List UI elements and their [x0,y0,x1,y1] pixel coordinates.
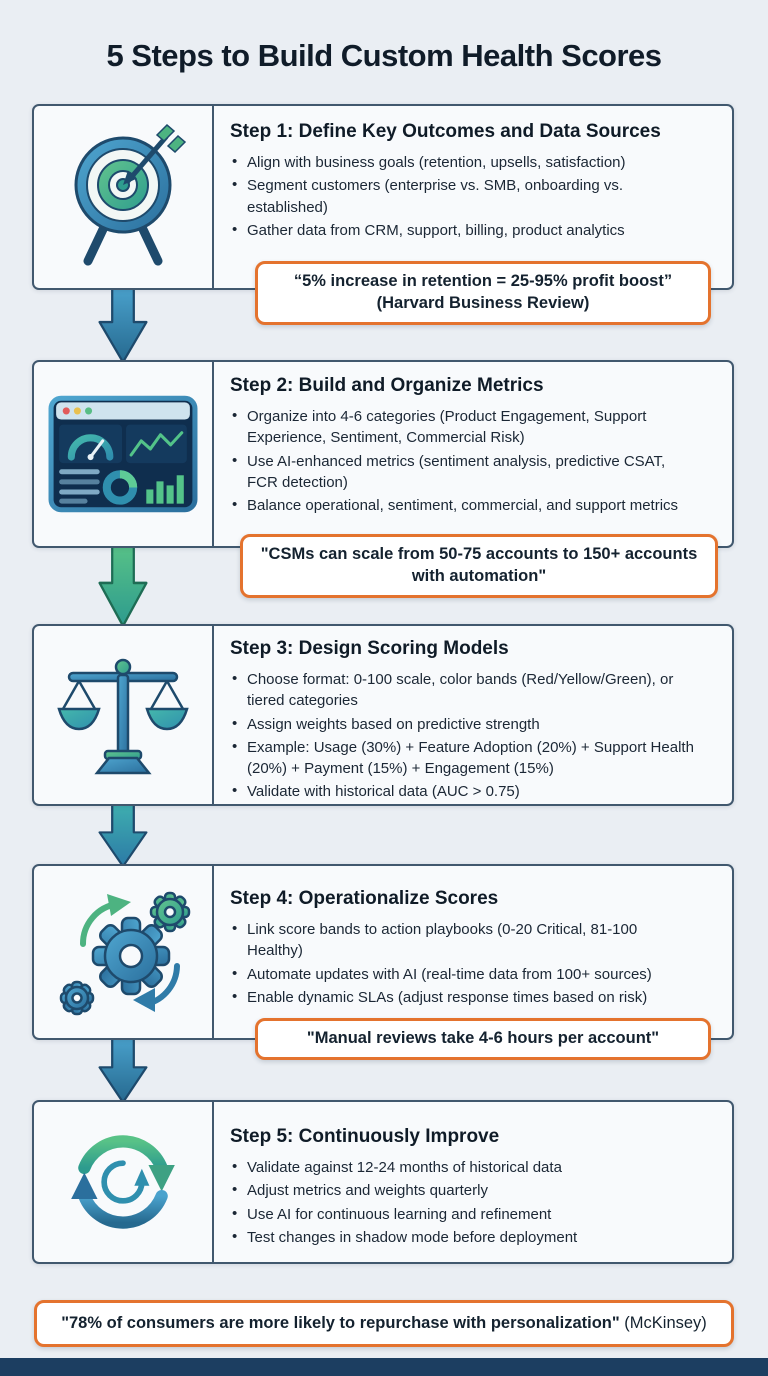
step-card-1: Step 1: Define Key Outcomes and Data Sou… [32,104,734,325]
card-divider [212,1102,214,1262]
bullet-item: Choose format: 0-100 scale, color bands … [230,668,696,712]
step-card-4: Step 4: Operationalize Scores Link score… [32,864,734,1060]
bullet-item: Use AI for continuous learning and refin… [230,1203,696,1225]
card-divider [212,106,214,288]
step-2-title: Step 2: Build and Organize Metrics [230,375,544,396]
step-1-bullets: Align with business goals (retention, up… [230,151,696,241]
step-3-bullets: Choose format: 0-100 scale, color bands … [230,668,696,803]
step-card-2: Step 2: Build and Organize Metrics Organ… [32,360,734,598]
footer-bar [0,1358,768,1376]
callout-source: (Harvard Business Review) [376,293,590,312]
step-5-title: Step 5: Continuously Improve [230,1126,500,1147]
flow-arrow-down-icon [96,1034,150,1104]
footer-quote-text: "78% of consumers are more likely to rep… [61,1314,620,1332]
callout-text: "CSMs can scale from 50-75 accounts to 1… [260,545,698,585]
bullet-item: Segment customers (enterprise vs. SMB, o… [230,174,696,218]
scale-icon [34,626,212,804]
gears-icon [34,866,212,1038]
flow-arrow-down-icon [96,542,150,628]
stat-callout-4: "Manual reviews take 4-6 hours per accou… [255,1018,711,1060]
callout-text: "Manual reviews take 4-6 hours per accou… [306,1029,660,1047]
bullet-item: Example: Usage (30%) + Feature Adoption … [230,736,696,780]
step-card-5: Step 5: Continuously Improve Validate ag… [32,1100,734,1264]
dashboard-icon [34,362,212,546]
callout-text: “5% increase in retention = 25-95% profi… [293,272,673,290]
flow-arrow-down-icon [96,800,150,868]
footer-quote: "78% of consumers are more likely to rep… [34,1300,734,1347]
page-title: 5 Steps to Build Custom Health Scores [106,38,662,73]
bullet-item: Align with business goals (retention, up… [230,151,696,173]
card-divider [212,866,214,1038]
card-divider [212,626,214,804]
bullet-item: Adjust metrics and weights quarterly [230,1179,696,1201]
bullet-item: Use AI-enhanced metrics (sentiment analy… [230,450,696,494]
cycle-icon [34,1102,212,1262]
step-3-title: Step 3: Design Scoring Models [230,638,509,659]
bullet-item: Assign weights based on predictive stren… [230,713,696,735]
bullet-item: Enable dynamic SLAs (adjust response tim… [230,986,696,1008]
step-2-bullets: Organize into 4-6 categories (Product En… [230,405,696,516]
bullet-item: Test changes in shadow mode before deplo… [230,1226,696,1248]
bullet-item: Organize into 4-6 categories (Product En… [230,405,696,449]
bullet-item: Link score bands to action playbooks (0-… [230,918,696,962]
stat-callout-1: “5% increase in retention = 25-95% profi… [255,261,711,325]
bullet-item: Automate updates with AI (real-time data… [230,963,696,985]
step-4-bullets: Link score bands to action playbooks (0-… [230,918,696,1008]
flow-arrow-down-icon [96,284,150,364]
bullet-item: Gather data from CRM, support, billing, … [230,219,696,241]
stat-callout-2: "CSMs can scale from 50-75 accounts to 1… [240,534,718,598]
bullet-item: Validate against 12-24 months of histori… [230,1156,696,1178]
target-icon [34,106,212,288]
step-card-3: Step 3: Design Scoring Models Choose for… [32,624,734,806]
step-5-bullets: Validate against 12-24 months of histori… [230,1156,696,1248]
footer-quote-source: (McKinsey) [624,1314,707,1332]
bullet-item: Balance operational, sentiment, commerci… [230,494,696,516]
bullet-item: Validate with historical data (AUC > 0.7… [230,780,696,802]
card-divider [212,362,214,546]
step-1-title: Step 1: Define Key Outcomes and Data Sou… [230,121,661,142]
step-4-title: Step 4: Operationalize Scores [230,888,499,909]
